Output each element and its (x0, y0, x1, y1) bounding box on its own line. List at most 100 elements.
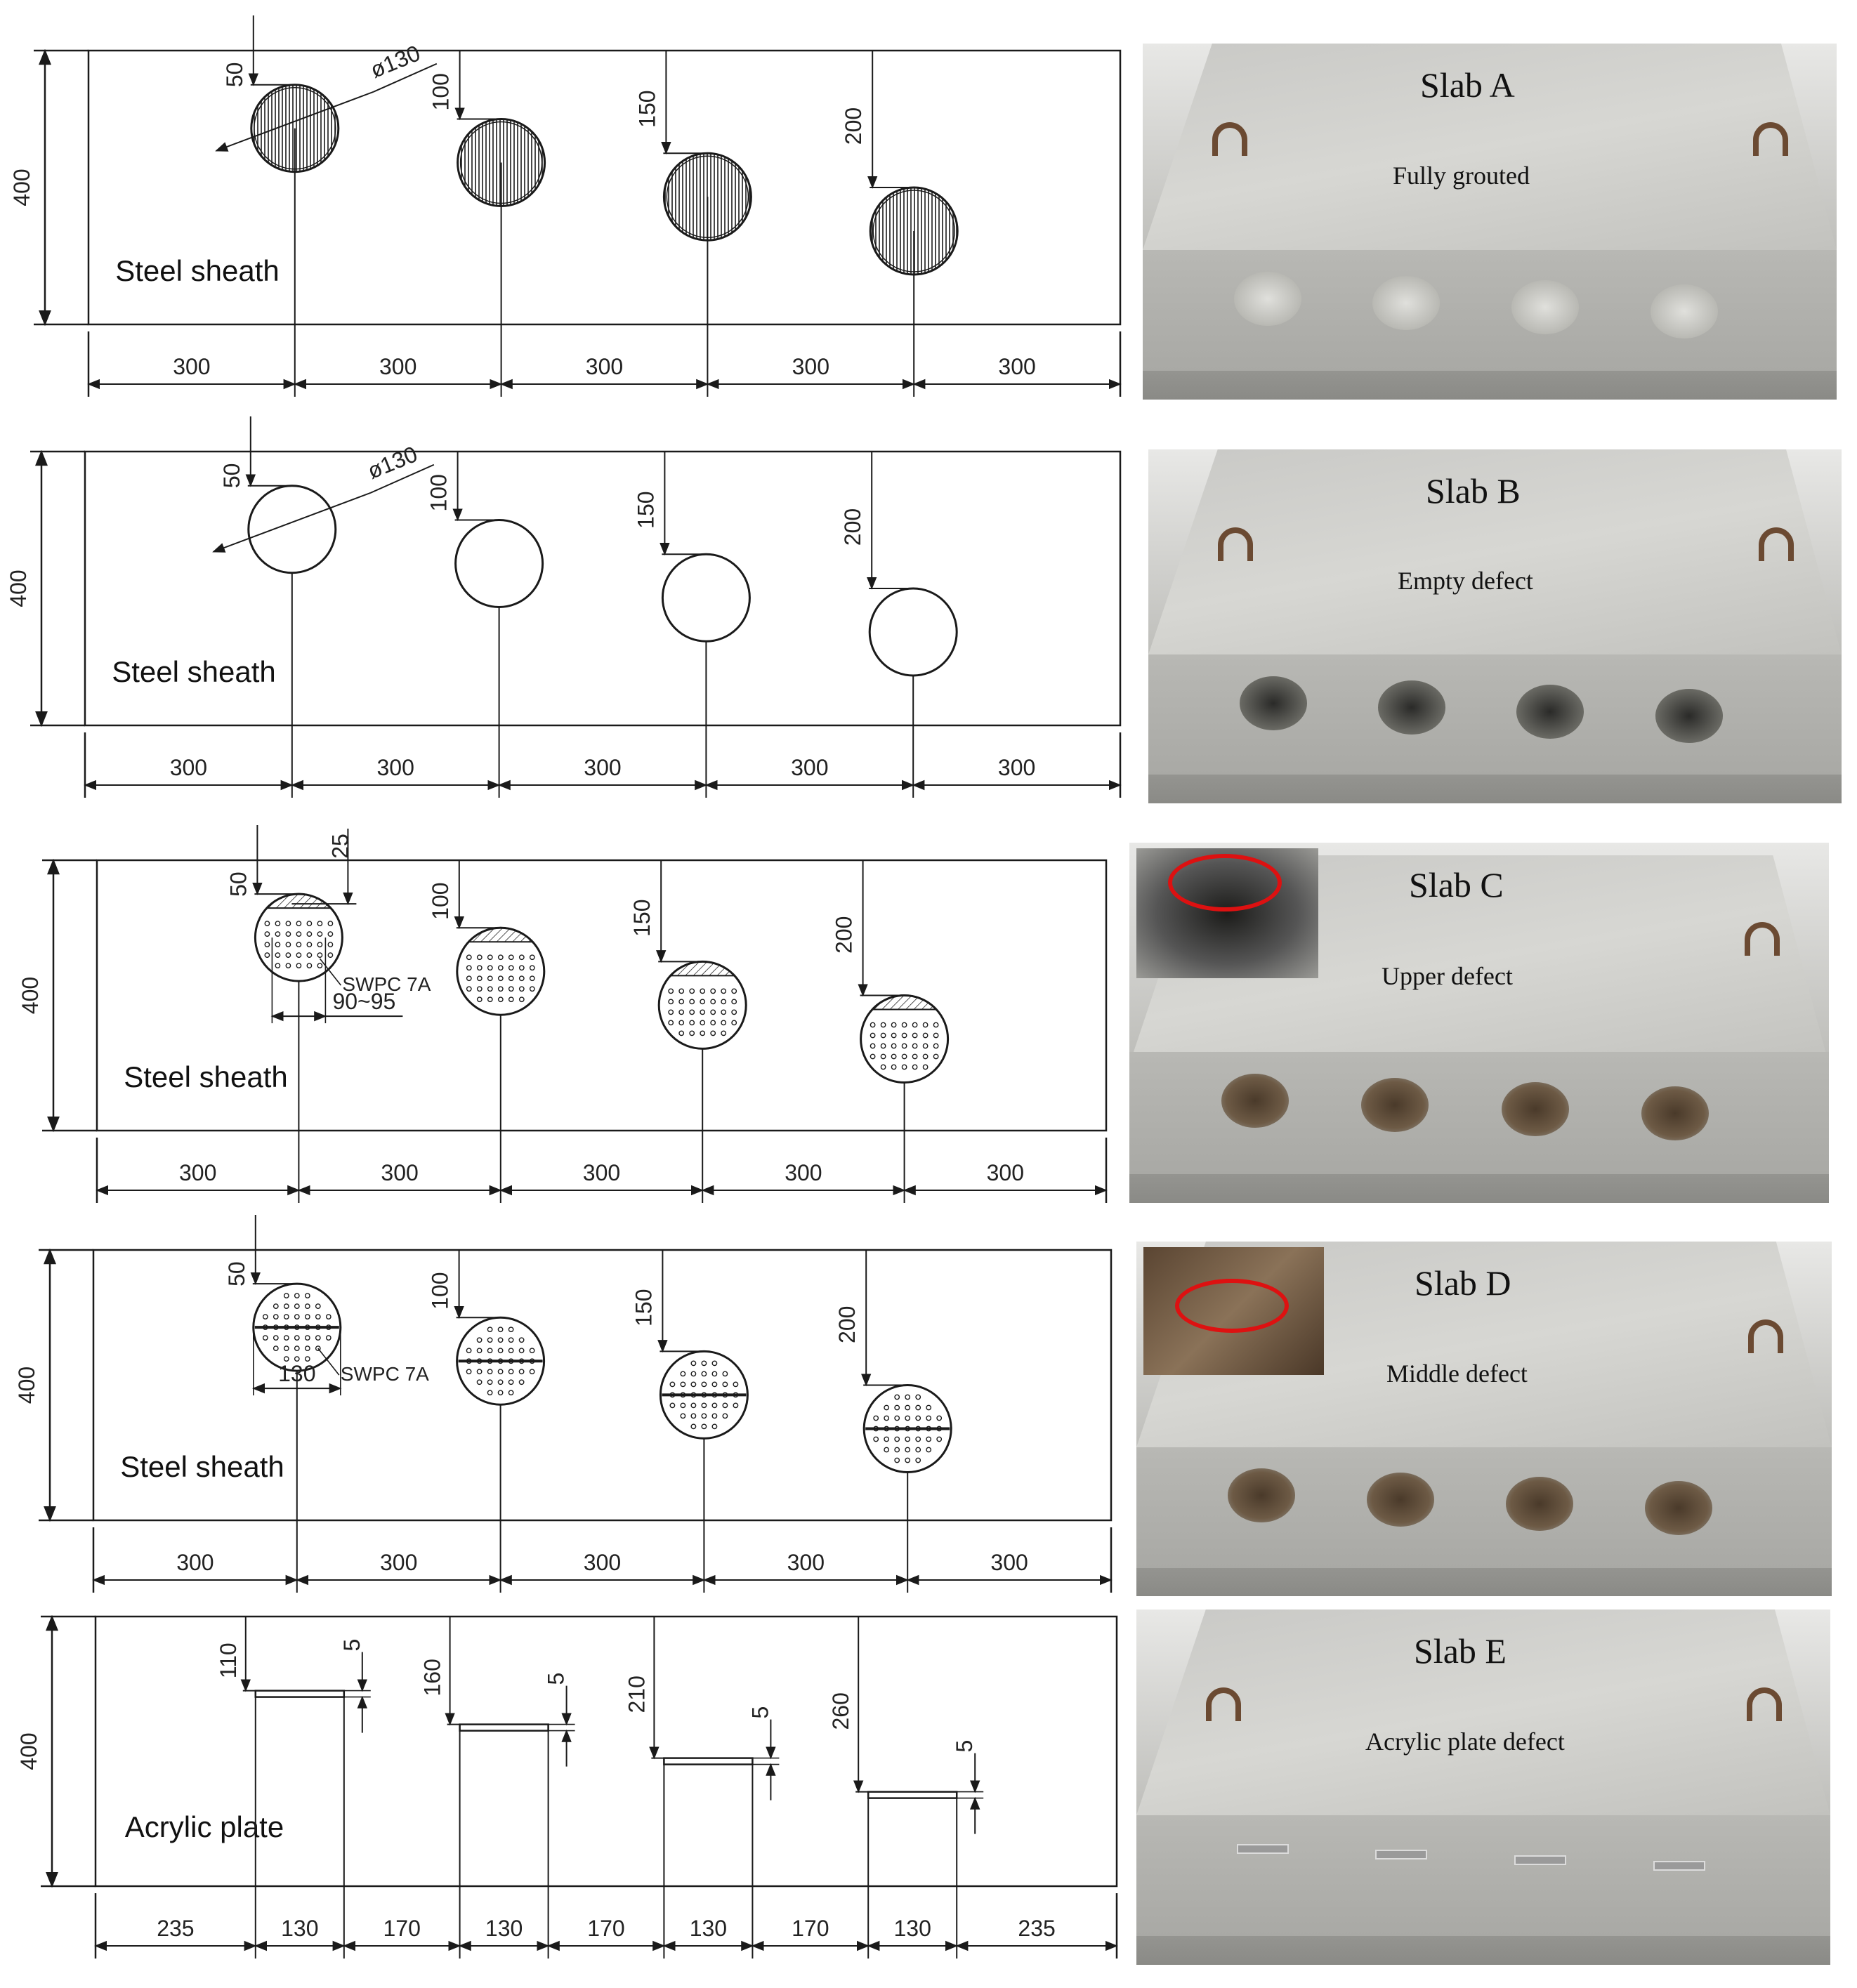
duct-circle (454, 519, 544, 608)
strand-dot (497, 1348, 504, 1354)
depth-dim-label: 100 (428, 882, 453, 919)
acrylic-plate (867, 1791, 958, 1799)
acrylic-slot (1237, 1844, 1289, 1854)
strand-dot (487, 986, 493, 992)
duct-hole (1516, 685, 1584, 739)
strand-dot (669, 1381, 676, 1388)
spacing-dim-label: 300 (380, 1550, 417, 1575)
slab-title: Slab B (1426, 471, 1521, 511)
spacing-dim-label: 300 (792, 354, 829, 379)
strand-dot (689, 1009, 695, 1015)
strand-dot (294, 1293, 300, 1299)
thickness-dim-label: 5 (952, 1740, 977, 1753)
strand-dot (689, 999, 695, 1005)
duct-circle (868, 587, 958, 677)
strand-dot (264, 942, 270, 948)
strand-dot (296, 952, 302, 959)
strand-dot (912, 1053, 918, 1060)
strand-dot (476, 1379, 483, 1385)
section-label: Steel sheath (124, 1060, 288, 1093)
duct-inner-ring (666, 155, 749, 238)
duct-hole (1645, 1481, 1712, 1535)
strand-dot (915, 1457, 921, 1463)
strand-dot (497, 996, 504, 1003)
strand-dot (884, 1436, 890, 1442)
depth-dim-label: 200 (834, 1306, 860, 1343)
duct-hole (1367, 1473, 1434, 1527)
duct-hole (1511, 280, 1579, 334)
strand-dot (518, 954, 525, 961)
strand-dot (283, 1345, 289, 1352)
strand-dot (476, 986, 483, 992)
strand-dot (518, 1337, 525, 1343)
slab-top-surface (1143, 44, 1837, 250)
depth-dim-label: 50 (225, 871, 251, 897)
spacing-dim-label: 170 (587, 1916, 624, 1941)
strand-dot (317, 931, 323, 937)
strand-dot (891, 1043, 897, 1049)
strand-dot (296, 931, 302, 937)
strand-dot (680, 1402, 686, 1409)
strand-dot (710, 988, 716, 994)
strand-dot (880, 1032, 886, 1039)
depth-dim-label: 100 (428, 1272, 453, 1309)
thickness-dim-label: 5 (747, 1706, 773, 1719)
strand-dot (296, 942, 302, 948)
spacing-dim-label: 300 (381, 1160, 418, 1185)
spacing-dim-label: 300 (998, 354, 1035, 379)
defect-highlight-ring (1175, 1279, 1289, 1333)
lifting-hook (1759, 527, 1794, 561)
strand-dot (325, 1335, 332, 1341)
depth-dim-label: 150 (631, 1289, 656, 1326)
strand-dot (285, 921, 291, 927)
strand-dot (487, 1348, 493, 1354)
strand-dot (304, 1314, 310, 1320)
strand-dot (711, 1423, 718, 1430)
strand-dot (700, 1020, 706, 1026)
lifting-hook (1745, 922, 1780, 956)
strand-dot (905, 1394, 911, 1400)
strand-dot (304, 1293, 310, 1299)
strand-dot (327, 952, 334, 959)
acrylic-plate (663, 1757, 754, 1765)
strand-dot (262, 1314, 268, 1320)
strand-dot (711, 1402, 718, 1409)
depth-dim-label: 110 (216, 1643, 241, 1678)
spacing-dim-label: 300 (584, 1550, 621, 1575)
strand-dot (476, 965, 483, 971)
strand-dot (668, 1020, 674, 1026)
strand-dot (884, 1404, 890, 1411)
spacing-dim-label: 300 (791, 755, 828, 780)
strand-dot (711, 1413, 718, 1419)
duct-hole (1651, 284, 1718, 338)
diameter-label: ø130 (364, 441, 421, 484)
inset-photo (1143, 1247, 1324, 1375)
strand-dot (487, 1390, 493, 1396)
strand-dot (487, 954, 493, 961)
slab-outline (96, 859, 1108, 1132)
strand-dot (731, 1020, 737, 1026)
strand-dot (690, 1423, 697, 1430)
strand-dot (926, 1436, 932, 1442)
strand-dot (873, 1436, 879, 1442)
strand-dot (922, 1053, 928, 1060)
strand-dot (700, 999, 706, 1005)
duct-inner-ring (459, 121, 543, 204)
strand-dot (912, 1064, 918, 1070)
strand-dot (690, 1402, 697, 1409)
strand-dot (497, 1337, 504, 1343)
section-label: Steel sheath (112, 655, 276, 688)
strand-dot (901, 1032, 907, 1039)
strand-dot (317, 952, 323, 959)
strand-dot (912, 1022, 918, 1028)
slab-subtitle: Fully grouted (1393, 162, 1530, 190)
spacing-dim-label: 130 (485, 1916, 523, 1941)
strand-dot (690, 1413, 697, 1419)
strand-dot (487, 1379, 493, 1385)
depth-dim-label: 260 (828, 1692, 853, 1730)
strand-dot (487, 965, 493, 971)
